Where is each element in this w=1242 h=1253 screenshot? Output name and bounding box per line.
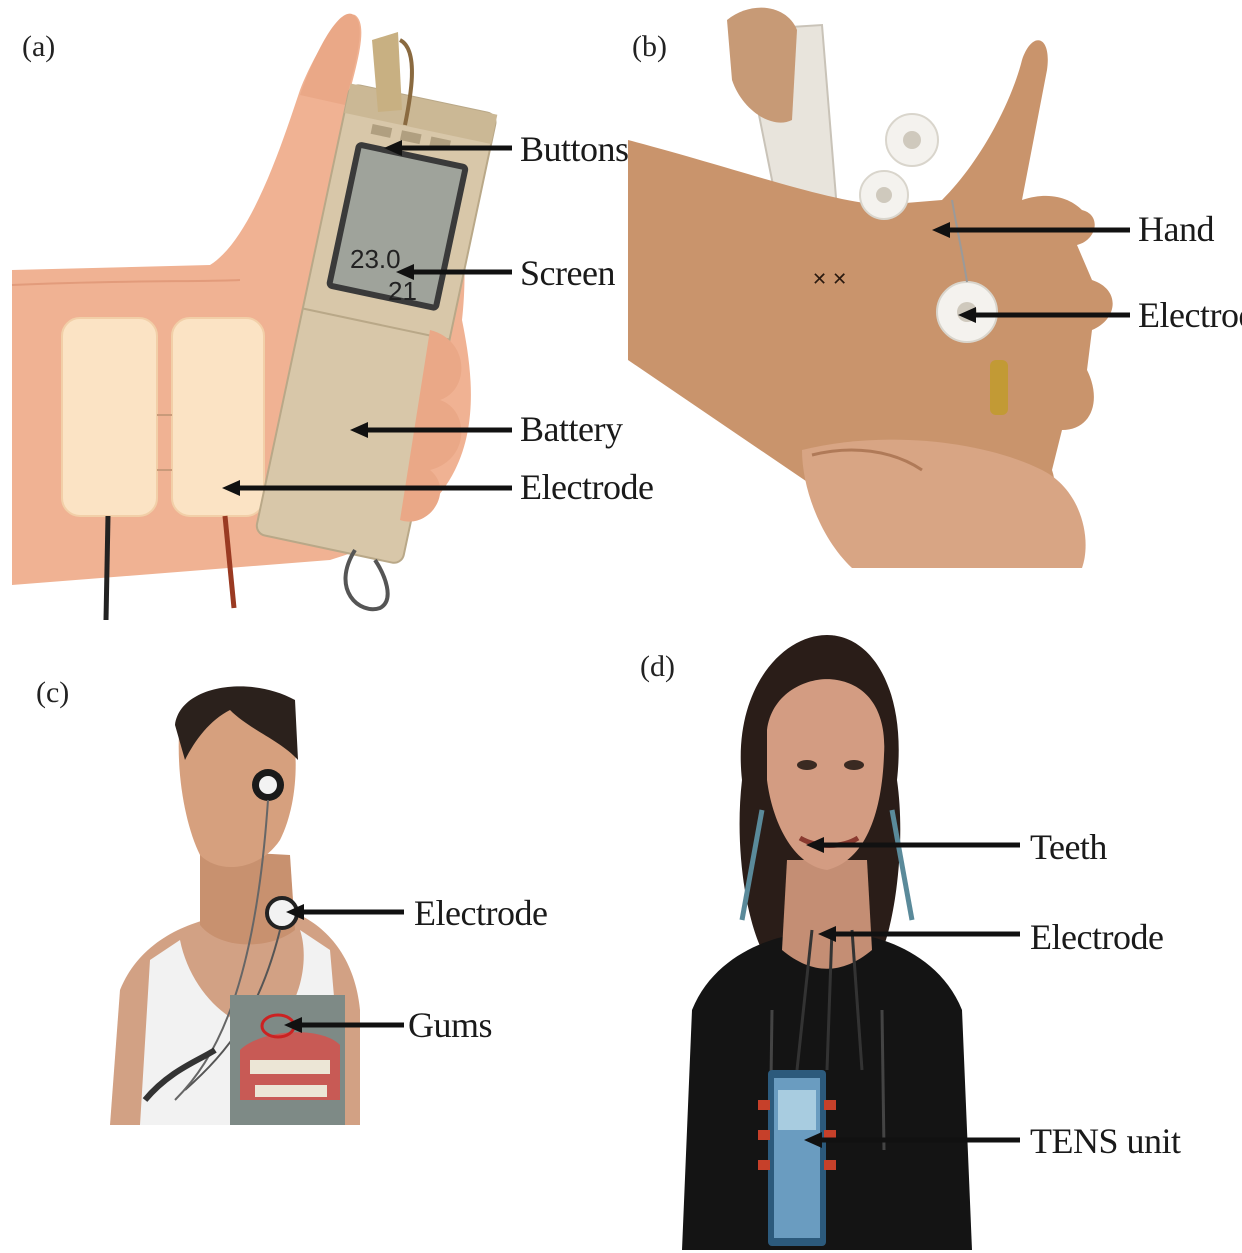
panel-b: ✕ ✕ (b) Hand Electrode [622,0,1242,625]
panel-d: (d) Teeth Electrode TENS unit [622,630,1242,1253]
lead-wire-black [106,516,108,620]
label-buttons: Buttons [520,128,629,170]
panel-c: (c) Electrode Gums [0,630,620,1253]
svg-text:✕ ✕: ✕ ✕ [812,269,847,289]
panel-a: 23.0 21 (a) Buttons Screen Battery Elect… [0,0,620,625]
label-battery: Battery [520,408,622,450]
panel-letter-b: (b) [632,30,667,64]
tens-unit-photo [758,1070,836,1246]
screen-readout-right: 21 [388,276,417,306]
label-electrode-b: Electrode [1138,294,1242,336]
label-screen: Screen [520,252,615,294]
label-electrode-d: Electrode [1030,916,1163,958]
label-teeth: Teeth [1030,826,1107,868]
label-hand: Hand [1138,208,1214,250]
label-electrode-c: Electrode [414,892,547,934]
panel-a-illustration: 23.0 21 [0,0,620,625]
torso-photo [682,935,972,1250]
panel-c-illustration [0,630,620,1253]
panel-letter-c: (c) [36,676,69,710]
panel-letter-d: (d) [640,650,675,684]
screen-readout-left: 23.0 [350,244,401,274]
label-gums: Gums [408,1004,492,1046]
panel-letter-a: (a) [22,30,55,64]
label-tens-unit: TENS unit [1030,1120,1181,1162]
gums-inset [230,995,345,1125]
electrode-pad-left [62,318,157,516]
ring-photo [990,360,1008,415]
